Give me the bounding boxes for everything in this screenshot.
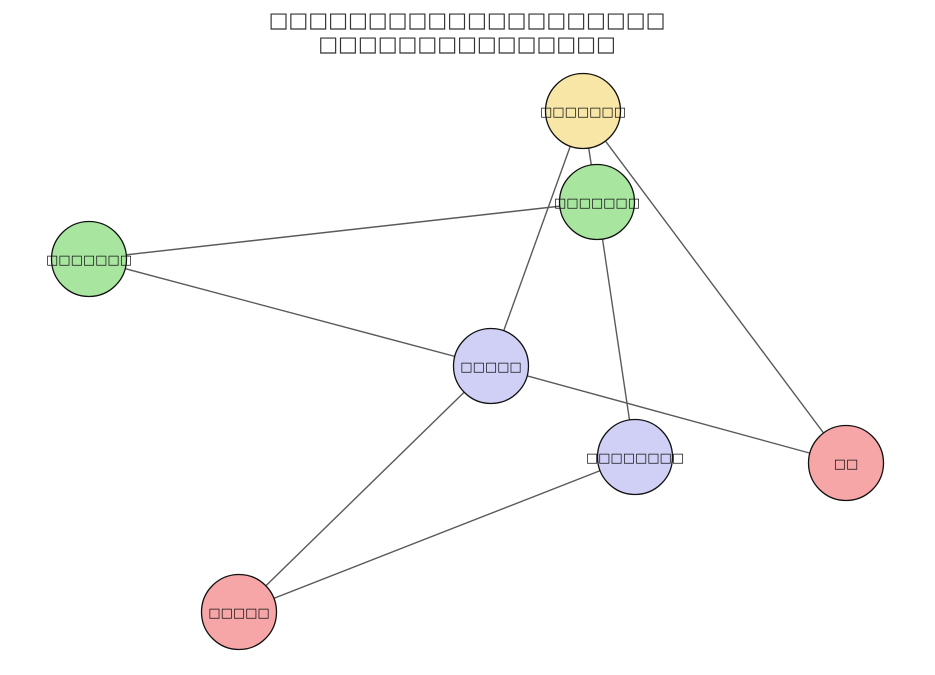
node-n1: □□□□□□□ — [540, 72, 626, 150]
node-circle — [807, 424, 885, 502]
diagram-title-line-1: □□□□□□□□□□□□□□□□□□□□ — [269, 8, 666, 32]
node-circle — [558, 163, 636, 241]
edge-layer — [88, 110, 847, 613]
node-circle — [544, 72, 622, 150]
edge-n1-n4 — [490, 110, 584, 367]
node-circle — [200, 573, 278, 651]
edge-n1-n6 — [582, 110, 847, 464]
node-label: □□□□□□□ — [540, 105, 626, 120]
node-n6: □□ — [807, 424, 885, 502]
node-n2: □□□□□□□ — [554, 163, 640, 241]
node-n3: □□□□□□□ — [46, 220, 132, 298]
node-n5: □□□□□□□□ — [586, 418, 684, 496]
node-circle — [596, 418, 674, 496]
edge-n5-n7 — [238, 456, 636, 613]
node-label: □□□□□□□ — [554, 196, 640, 211]
node-label: □□ — [834, 457, 859, 472]
node-n4: □□□□□ — [452, 327, 530, 405]
node-label: □□□□□□□□ — [586, 451, 684, 466]
node-label: □□□□□ — [460, 360, 521, 375]
edge-n3-n4 — [88, 258, 492, 367]
node-layer: □□□□□□□□□□□□□□□□□□□□□□□□□□□□□□□□□□□□□□□□… — [46, 72, 885, 651]
node-label: □□□□□□□ — [46, 253, 132, 268]
edge-n2-n5 — [596, 201, 636, 458]
node-label: □□□□□ — [208, 606, 269, 621]
diagram-title-line-2: □□□□□□□□□□□□□□□ — [318, 32, 616, 56]
node-n7: □□□□□ — [200, 573, 278, 651]
node-circle — [452, 327, 530, 405]
edge-n4-n7 — [238, 365, 492, 613]
node-circle — [50, 220, 128, 298]
edge-n4-n6 — [490, 365, 847, 464]
edge-n2-n3 — [88, 201, 598, 260]
